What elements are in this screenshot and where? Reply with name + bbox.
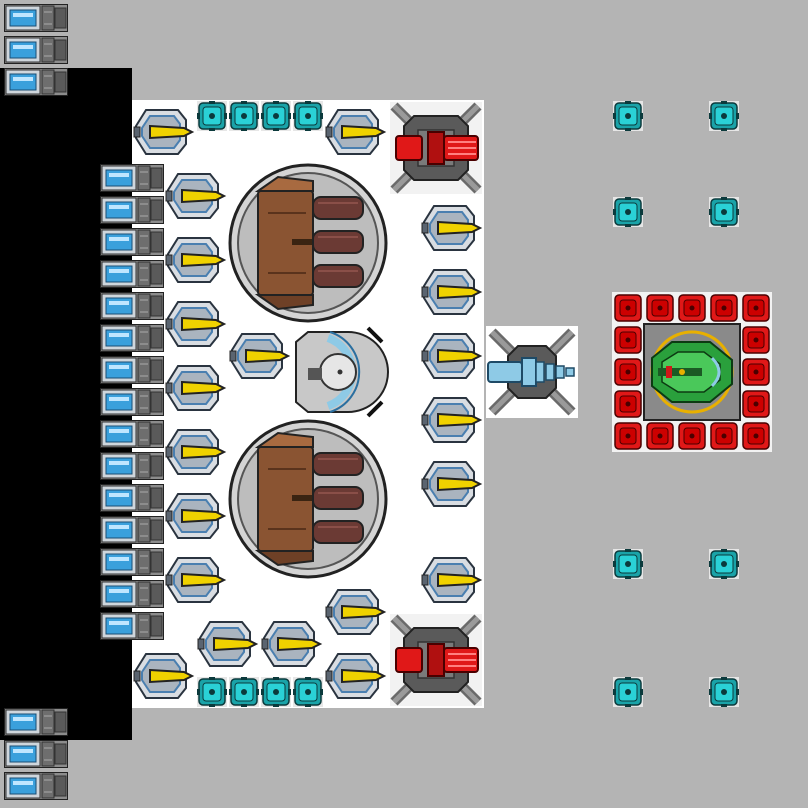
thruster-icon[interactable] <box>165 237 225 283</box>
pylon-icon[interactable] <box>260 100 292 132</box>
battery-stack-top <box>4 4 68 96</box>
armor-block-icon[interactable] <box>676 420 708 452</box>
battery-stack-bottom <box>4 708 68 800</box>
thruster-icon[interactable] <box>325 653 385 699</box>
command-core-icon[interactable] <box>643 323 741 421</box>
pylon-icon[interactable] <box>612 548 644 580</box>
battery-icon[interactable] <box>100 484 164 512</box>
pylon-icon[interactable] <box>228 100 260 132</box>
gyro-turret-icon[interactable] <box>292 326 389 418</box>
twin-cannon-icon[interactable] <box>390 614 482 706</box>
hull-void <box>0 68 132 740</box>
thruster-icon[interactable] <box>261 621 321 667</box>
battery-icon[interactable] <box>100 164 164 192</box>
pylon-icon[interactable] <box>228 676 260 708</box>
thruster-icon[interactable] <box>133 109 193 155</box>
armor-block-icon[interactable] <box>612 356 644 388</box>
battery-icon[interactable] <box>4 36 68 64</box>
battery-icon[interactable] <box>100 452 164 480</box>
armor-block-icon[interactable] <box>612 292 644 324</box>
armor-block-icon[interactable] <box>644 420 676 452</box>
battery-icon[interactable] <box>100 292 164 320</box>
pylon-icon[interactable] <box>260 676 292 708</box>
thruster-icon[interactable] <box>165 557 225 603</box>
thruster-icon[interactable] <box>165 173 225 219</box>
battery-icon[interactable] <box>100 228 164 256</box>
thruster-icon[interactable] <box>165 365 225 411</box>
railgun-icon[interactable] <box>486 326 578 418</box>
battery-icon[interactable] <box>4 708 68 736</box>
battery-icon[interactable] <box>100 612 164 640</box>
thruster-icon[interactable] <box>229 333 289 379</box>
pylon-icon[interactable] <box>708 100 740 132</box>
armor-block-icon[interactable] <box>740 420 772 452</box>
armor-block-icon[interactable] <box>612 388 644 420</box>
battery-icon[interactable] <box>100 356 164 384</box>
large-engine-icon[interactable] <box>228 419 388 579</box>
pylon-icon[interactable] <box>196 676 228 708</box>
thruster-icon[interactable] <box>197 621 257 667</box>
thruster-icon[interactable] <box>421 461 481 507</box>
pylon-icon[interactable] <box>292 100 324 132</box>
thruster-icon[interactable] <box>325 109 385 155</box>
pylon-icon[interactable] <box>612 676 644 708</box>
battery-icon[interactable] <box>4 772 68 800</box>
thruster-icon[interactable] <box>421 269 481 315</box>
battery-icon[interactable] <box>100 580 164 608</box>
armor-block-icon[interactable] <box>708 292 740 324</box>
battery-icon[interactable] <box>100 196 164 224</box>
thruster-icon[interactable] <box>421 333 481 379</box>
pylon-icon[interactable] <box>708 196 740 228</box>
armor-block-icon[interactable] <box>676 292 708 324</box>
armor-block-icon[interactable] <box>740 356 772 388</box>
thruster-icon[interactable] <box>421 397 481 443</box>
thruster-icon[interactable] <box>421 205 481 251</box>
battery-icon[interactable] <box>4 4 68 32</box>
battery-icon[interactable] <box>100 516 164 544</box>
pylon-icon[interactable] <box>196 100 228 132</box>
large-engine-icon[interactable] <box>228 163 388 323</box>
twin-cannon-icon[interactable] <box>390 102 482 194</box>
battery-column <box>100 164 164 640</box>
thruster-icon[interactable] <box>325 589 385 635</box>
pylon-icon[interactable] <box>612 196 644 228</box>
armor-block-icon[interactable] <box>612 324 644 356</box>
thruster-icon[interactable] <box>165 429 225 475</box>
battery-icon[interactable] <box>100 388 164 416</box>
pylon-icon[interactable] <box>708 676 740 708</box>
battery-icon[interactable] <box>4 740 68 768</box>
battery-icon[interactable] <box>4 68 68 96</box>
armor-block-icon[interactable] <box>612 420 644 452</box>
armor-block-icon[interactable] <box>740 324 772 356</box>
command-core-assembly <box>612 292 772 452</box>
battery-icon[interactable] <box>100 420 164 448</box>
armor-block-icon[interactable] <box>644 292 676 324</box>
armor-block-icon[interactable] <box>740 388 772 420</box>
thruster-icon[interactable] <box>133 653 193 699</box>
thruster-icon[interactable] <box>421 557 481 603</box>
battery-icon[interactable] <box>100 324 164 352</box>
battery-icon[interactable] <box>100 260 164 288</box>
armor-block-icon[interactable] <box>708 420 740 452</box>
pylon-icon[interactable] <box>612 100 644 132</box>
thruster-icon[interactable] <box>165 493 225 539</box>
pylon-icon[interactable] <box>292 676 324 708</box>
battery-icon[interactable] <box>100 548 164 576</box>
thruster-icon[interactable] <box>165 301 225 347</box>
armor-block-icon[interactable] <box>740 292 772 324</box>
pylon-icon[interactable] <box>708 548 740 580</box>
